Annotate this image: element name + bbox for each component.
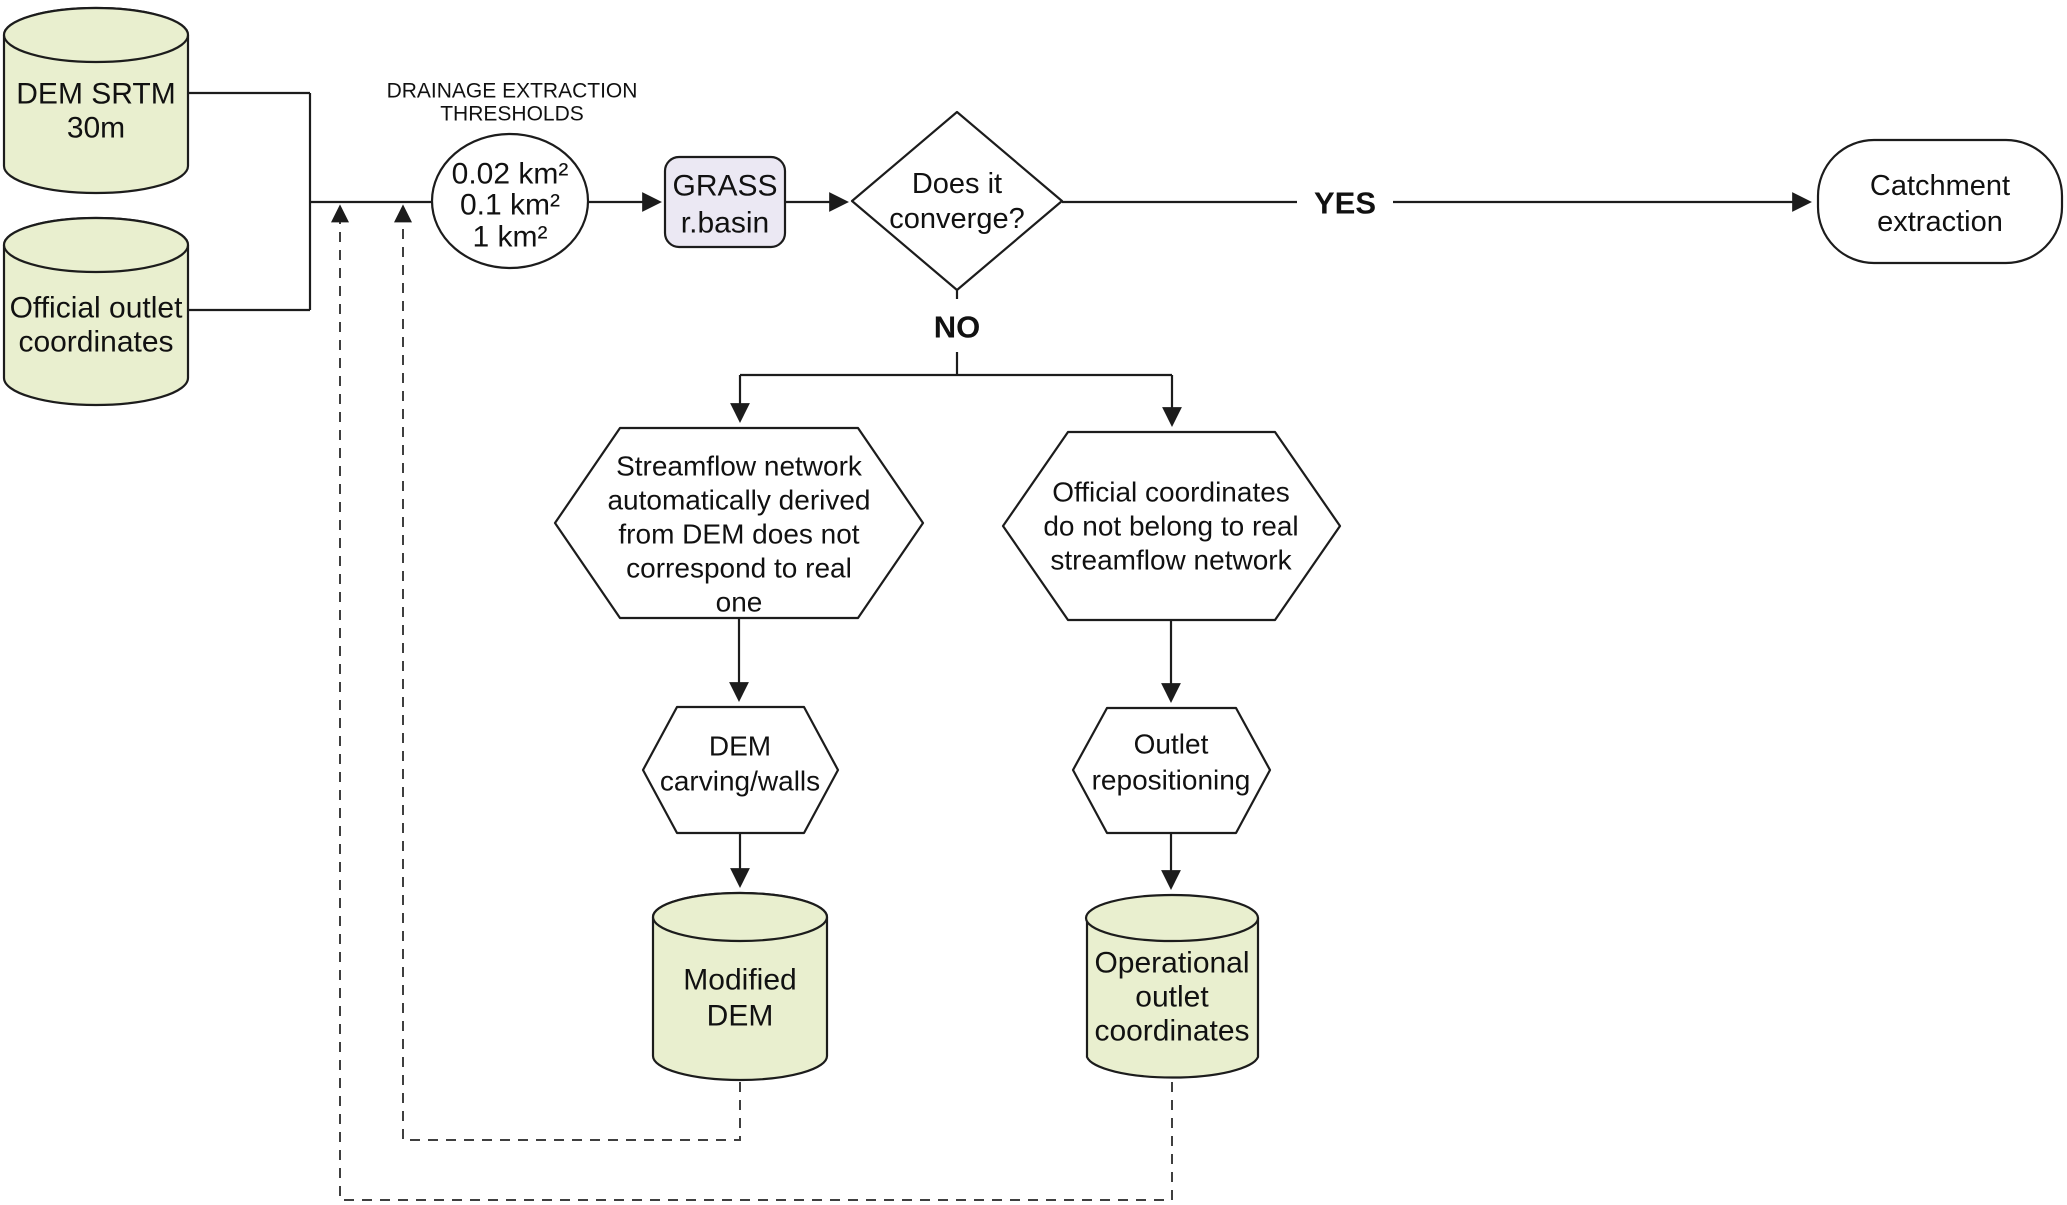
cylinder-top: [2, 216, 190, 274]
node-label: DEM: [707, 1000, 774, 1033]
node-label: 1 km²: [473, 221, 548, 254]
node-dem-srtm: DEM SRTM 30m: [2, 6, 190, 195]
node-label: outlet: [1135, 981, 1209, 1014]
node-label: repositioning: [1092, 765, 1251, 796]
node-label: Modified: [683, 964, 796, 997]
node-label: Operational: [1094, 947, 1249, 980]
edge-operational-outlet-feedback-loop: [331, 204, 1173, 1201]
caption-line: DRAINAGE EXTRACTION: [387, 80, 638, 103]
node-label: Catchment: [1870, 170, 2010, 202]
hexagon: [1001, 430, 1342, 622]
node-thresholds: 0.02 km² 0.1 km² 1 km²: [430, 132, 590, 270]
node-label: streamflow network: [1050, 545, 1292, 576]
node-label: Streamflow network: [616, 451, 863, 482]
node-label: coordinates: [1094, 1015, 1249, 1048]
node-outlet-repositioning: Outlet repositioning: [1071, 706, 1272, 835]
yes-label: YES: [1314, 186, 1376, 221]
no-label: NO: [934, 310, 981, 345]
node-label: GRASS: [672, 170, 777, 203]
cylinder-top: [2, 6, 190, 64]
node-label: Official outlet: [10, 292, 184, 325]
decision-diamond: [850, 110, 1064, 292]
node-label: Does it: [912, 168, 1002, 200]
node-label: one: [716, 587, 763, 618]
node-coords-issue: Official coordinates do not belong to re…: [1001, 430, 1342, 622]
node-label: extraction: [1877, 206, 2003, 238]
node-label: DEM: [709, 731, 771, 762]
node-label: 0.1 km²: [460, 189, 560, 222]
node-label: 30m: [67, 112, 125, 145]
node-label: coordinates: [18, 326, 173, 359]
node-label: from DEM does not: [618, 519, 859, 550]
node-operational-outlet-coordinates: Operational outlet coordinates: [1084, 893, 1260, 1079]
node-official-outlet-coordinates: Official outlet coordinates: [2, 216, 190, 407]
node-does-it-converge: Does it converge?: [850, 110, 1064, 292]
thresholds-ellipse: [430, 132, 590, 270]
node-label: correspond to real: [626, 553, 852, 584]
terminator-box: [1816, 138, 2064, 265]
drainage-extraction-thresholds-caption: DRAINAGE EXTRACTION THRESHOLDS: [387, 80, 638, 126]
node-modified-dem: Modified DEM: [651, 891, 829, 1082]
node-label: do not belong to real: [1043, 511, 1298, 542]
node-label: automatically derived: [607, 485, 870, 516]
node-label: 0.02 km²: [452, 158, 569, 191]
node-label: r.basin: [681, 207, 769, 240]
hexagon: [553, 426, 925, 620]
node-label: carving/walls: [660, 766, 820, 797]
node-grass-rbasin: GRASS r.basin: [663, 155, 787, 249]
cylinder-top: [651, 891, 829, 943]
node-streamflow-issue: Streamflow network automatically derived…: [553, 426, 925, 620]
caption-line: THRESHOLDS: [440, 103, 584, 126]
node-label: DEM SRTM: [16, 78, 175, 111]
node-dem-carving-walls: DEM carving/walls: [641, 705, 840, 835]
hexagon: [641, 705, 840, 835]
process-box: [663, 155, 787, 249]
node-label: Outlet: [1134, 729, 1209, 760]
node-label: Official coordinates: [1052, 477, 1290, 508]
cylinder-top: [1084, 893, 1260, 943]
node-catchment-extraction: Catchment extraction: [1816, 138, 2064, 265]
hexagon: [1071, 706, 1272, 835]
node-label: converge?: [889, 203, 1024, 235]
